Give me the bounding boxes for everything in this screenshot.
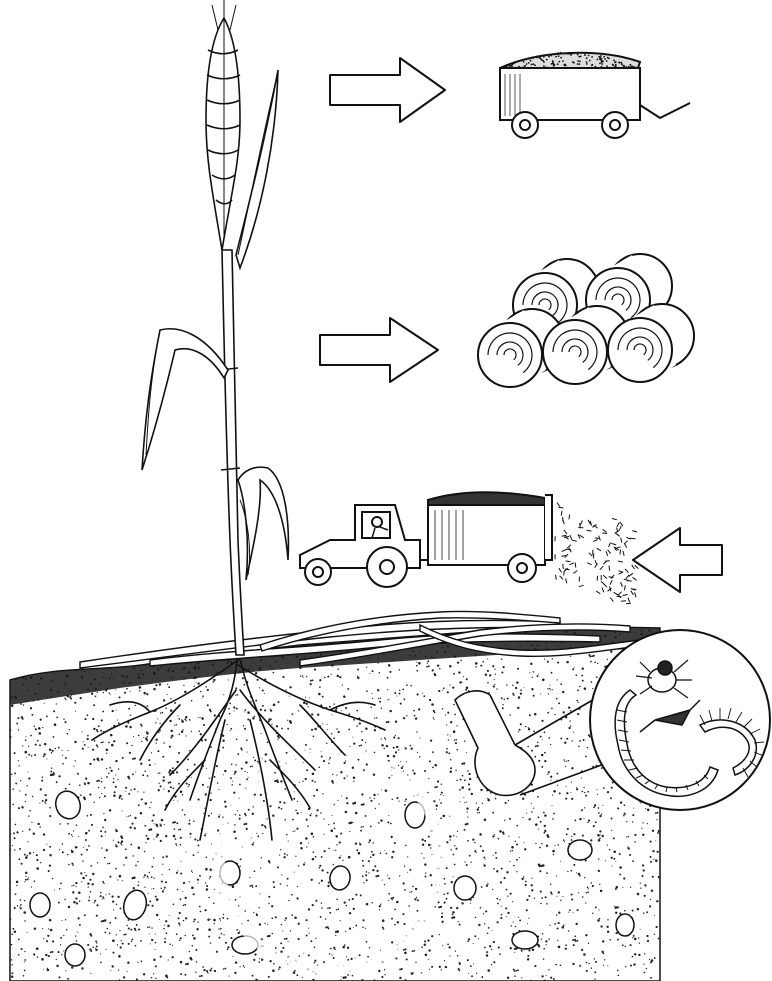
tractor-spreader-icon — [300, 492, 638, 603]
magnifier-soil-organisms-icon — [590, 630, 770, 810]
wheat-ear — [206, 0, 240, 250]
wheat-plant — [142, 0, 288, 655]
soil-layer — [9, 624, 660, 981]
straw-bales-icon — [478, 254, 694, 387]
arrow-straw-to-bales — [320, 318, 438, 382]
arrow-grain-to-trailer — [330, 58, 445, 122]
arrow-residue-return — [633, 528, 722, 592]
grain-trailer-icon — [500, 52, 690, 138]
